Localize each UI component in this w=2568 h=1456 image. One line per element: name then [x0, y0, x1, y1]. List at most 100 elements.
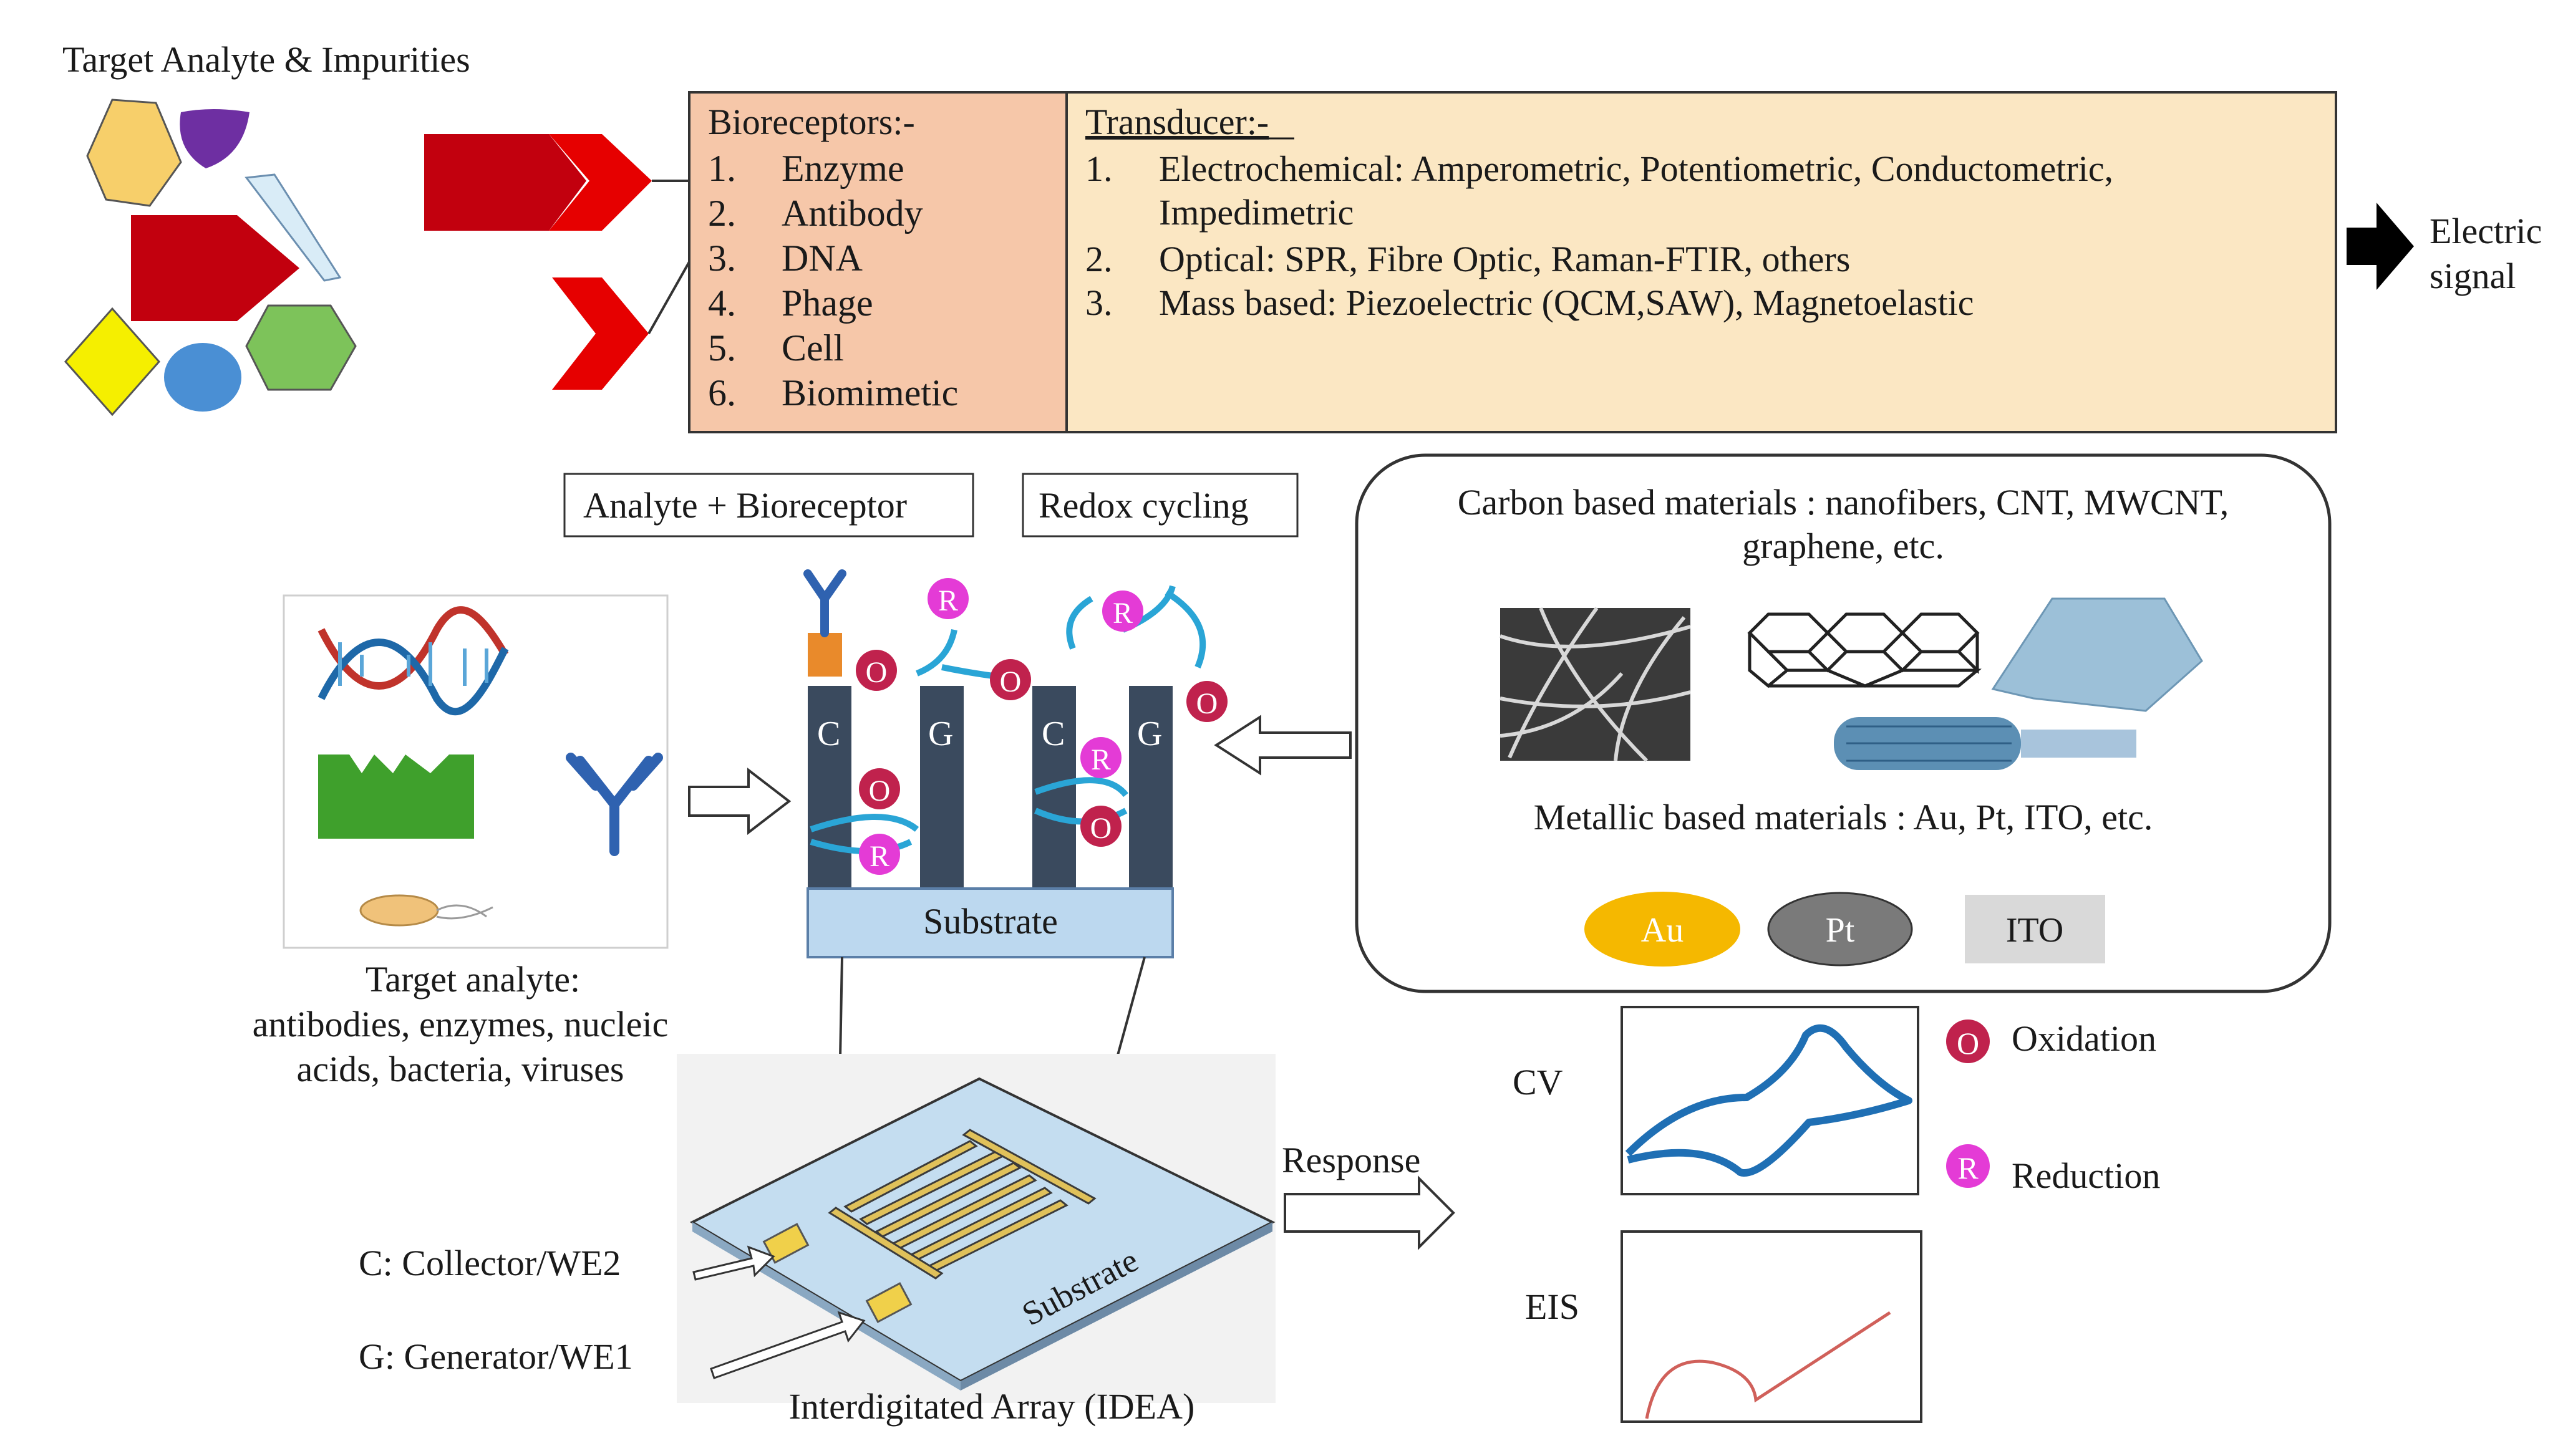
eis-label: EIS	[1525, 1286, 1579, 1327]
svg-text:O: O	[866, 656, 888, 689]
blue-circle-shape	[164, 343, 241, 412]
oxidation-marker: O	[1080, 806, 1122, 847]
electrode-bar	[1129, 686, 1173, 889]
transducer-item: Optical: SPR, Fibre Optic, Raman-FTIR, o…	[1159, 239, 1850, 279]
oxidation-marker: O	[856, 650, 897, 691]
bioreceptor-item: Enzyme	[782, 148, 904, 189]
metallic-materials-label: Metallic based materials : Au, Pt, ITO, …	[1534, 797, 2153, 837]
materials-hollow-arrow-icon	[1214, 715, 1352, 776]
generator-pad	[865, 1282, 913, 1323]
svg-text:O: O	[1196, 687, 1218, 720]
transducer-heading: Transducer:-	[1085, 102, 1269, 142]
pt-chip	[1767, 892, 1913, 967]
nanotube-image	[1834, 717, 2136, 770]
target-caption-line-2: antibodies, enzymes, nucleic	[253, 1004, 669, 1044]
response-label: Response	[1282, 1140, 1420, 1180]
yellow-semicircle-shape	[86, 99, 182, 207]
cv-plot	[1621, 1006, 1919, 1195]
interdigitated-fingers	[828, 1129, 1097, 1280]
svg-text:O: O	[869, 774, 891, 808]
ito-chip	[1965, 895, 2105, 963]
substrate-block	[807, 887, 1174, 958]
legend-oxidation: O Oxidation	[1946, 1018, 2156, 1063]
redox-legend: O Oxidation R Reduction	[1946, 1018, 2160, 1196]
output-arrow-icon	[2347, 203, 2414, 290]
input-hollow-arrow-icon	[688, 767, 792, 836]
bioreceptor-item: Antibody	[782, 193, 923, 234]
svg-text:R: R	[1113, 597, 1133, 630]
idea-caption: Interdigitated Array (IDEA)	[789, 1386, 1195, 1427]
svg-text:3.: 3.	[708, 238, 736, 279]
au-chip	[1584, 892, 1740, 967]
bioreceptor-item: DNA	[782, 238, 863, 279]
svg-text:R: R	[1091, 743, 1111, 776]
reduction-marker: R	[1080, 737, 1122, 778]
svg-text:3.: 3.	[1085, 282, 1113, 323]
bioreceptor-item: Phage	[782, 282, 873, 324]
svg-text:5.: 5.	[708, 327, 736, 369]
analyte-bioreceptor-label: Analyte + Bioreceptor	[583, 485, 907, 526]
bioreceptor-item: Biomimetic	[782, 372, 958, 413]
antibody-icon	[566, 753, 663, 856]
analyte-title: Target Analyte & Impurities	[62, 39, 470, 80]
svg-text:O: O	[1090, 812, 1112, 845]
redox-cycling-label-box	[1022, 473, 1299, 538]
cv-label: CV	[1513, 1062, 1563, 1102]
svg-text:1.: 1.	[708, 148, 736, 189]
electrode-bar	[920, 686, 964, 889]
svg-text:R: R	[938, 584, 958, 617]
generator-pointer-arrow	[710, 1311, 866, 1379]
bacterium-icon	[359, 894, 493, 927]
svg-text:4.: 4.	[708, 282, 736, 324]
electrode-label: C	[1042, 715, 1065, 753]
analyte-bioreceptor-label-box	[563, 473, 974, 538]
svg-text:2.: 2.	[708, 193, 736, 234]
svg-text:2.: 2.	[1085, 239, 1113, 279]
svg-text:R: R	[1957, 1150, 1979, 1185]
light-blue-shard-shape	[245, 173, 342, 282]
bioreceptor-item: Cell	[782, 327, 844, 369]
eis-plot	[1621, 1230, 1922, 1423]
output-line-1: Electric	[2430, 211, 2542, 251]
reduction-marker: R	[928, 578, 969, 619]
enzyme-icon	[318, 755, 474, 839]
bound-bioreceptor-icon	[803, 569, 846, 677]
carbon-materials-line-2: graphene, etc.	[1742, 526, 1944, 566]
collector-pointer-arrow	[692, 1245, 775, 1281]
collector-pad	[762, 1223, 810, 1264]
graphene-lattice-icon	[1747, 612, 1982, 688]
substrate-label: Substrate	[923, 901, 1058, 942]
svg-text:6.: 6.	[708, 372, 736, 413]
electrode-label: G	[928, 715, 953, 753]
transducer-item: Impedimetric	[1159, 192, 1354, 233]
yellow-diamond-shape	[64, 307, 161, 417]
dna-icon	[317, 606, 509, 716]
electrode-bar	[808, 686, 851, 889]
oxidation-marker: O	[990, 659, 1031, 700]
purple-drop-shape	[180, 109, 250, 168]
red-pentagon-shape	[131, 215, 299, 321]
bioreceptor-heading: Bioreceptors:-	[708, 102, 915, 142]
transducer-item: Electrochemical: Amperometric, Potentiom…	[1159, 148, 2113, 189]
response-hollow-arrow-icon	[1284, 1175, 1455, 1250]
transducer-item: Mass based: Piezoelectric (QCM,SAW), Mag…	[1159, 282, 1974, 323]
analyte-shapes	[64, 99, 357, 417]
output-line-2: signal	[2430, 256, 2516, 296]
electrode-label: C	[817, 715, 840, 753]
electrode-schematic: C G C G Substrate O O O O O	[803, 569, 1228, 958]
oxidation-marker: O	[1186, 681, 1228, 722]
generator-label: G: Generator/WE1	[359, 1336, 633, 1377]
reduction-markers: R R R R	[859, 578, 1143, 875]
graphene-sheet-image	[1991, 597, 2203, 712]
materials-panel: Carbon based materials : nanofibers, CNT…	[1355, 453, 2332, 993]
pt-chip-label: Pt	[1826, 911, 1855, 950]
legend-label: Reduction	[2012, 1155, 2160, 1196]
electrode-label: G	[1137, 715, 1162, 753]
ito-chip-label: ITO	[2006, 911, 2063, 950]
carbon-materials-line-1: Carbon based materials : nanofibers, CNT…	[1458, 482, 2229, 523]
legend-reduction: R Reduction	[1946, 1144, 2160, 1196]
bioreceptor-red-arrows	[424, 134, 690, 390]
green-hexagon-shape	[245, 304, 357, 391]
svg-text:O: O	[1957, 1026, 1979, 1061]
